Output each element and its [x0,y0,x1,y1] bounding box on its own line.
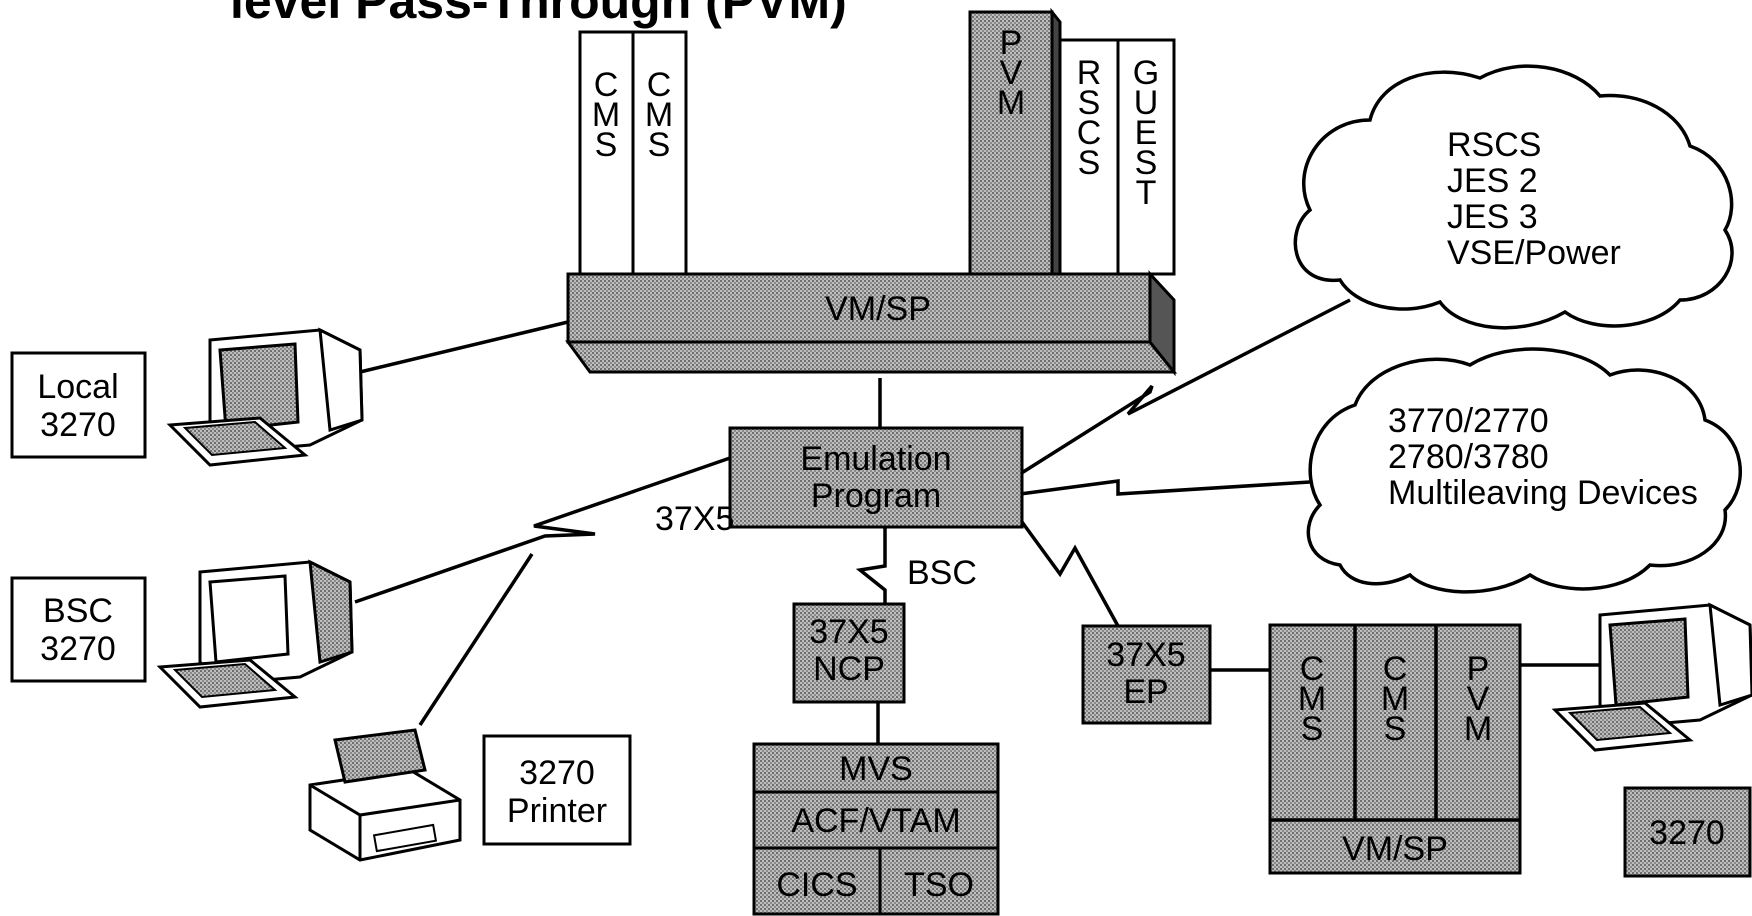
ncp-node: 37X5 NCP [792,602,906,704]
local-terminal-line1: Local [37,368,118,406]
emulation-tag-37x5: 37X5 [655,500,734,538]
emulation-label-line1: Emulation [800,440,951,478]
upper-cloud-line4: VSE/Power [1447,234,1621,272]
printer-icon [308,728,462,862]
bsc-terminal-line1: BSC [43,592,113,630]
link-ep-to-lower-cloud [1019,479,1311,496]
link-ep-to-upper-cloud [1019,298,1351,476]
tso-label: TSO [904,866,974,904]
emulation-program-box [728,426,1024,529]
mvs-label: MVS [839,750,913,788]
upper-cloud: RSCS JES 2 JES 3 VSE/Power [1293,64,1734,330]
upper-cloud-line3: JES 3 [1447,198,1538,236]
cloud-icon [1293,64,1734,330]
lower-cloud: 3770/2770 2780/3780 Multileaving Devices [1306,347,1743,594]
bsc-terminal-line2: 3270 [40,630,116,668]
terminal-icon [1551,602,1752,752]
tso-box [878,846,1000,916]
lower-cloud-line1: 3770/2770 [1388,402,1549,440]
ncp-label-line1: 37X5 [809,613,888,651]
bsc-3270-label-box: BSC 3270 [10,576,147,683]
terminal-icon [156,559,354,709]
lower-cloud-line3: Multileaving Devices [1388,474,1698,512]
cics-box [752,846,882,916]
emulation-program: Emulation Program 37X5 [655,426,1024,538]
emulation-label-line2: Program [811,477,941,515]
remote-ep-node: 37X5 EP [1081,624,1212,725]
cloud-icon [1306,347,1743,594]
remote-ep-label-line2: EP [1123,673,1168,711]
host-column-cms-2 [631,30,688,276]
printer-line1: 3270 [519,754,595,792]
lower-cloud-line2: 2780/3780 [1388,438,1549,476]
link-printer [418,553,534,726]
host-column-rscs [1058,38,1120,276]
remote-vmsp-label: VM/SP [1342,830,1448,868]
diagram-title: level Pass-Through (PVM) [230,0,847,29]
ncp-box [792,602,906,704]
acf-vtam-label: ACF/VTAM [791,802,960,840]
host-vmsp-bar [566,272,1152,344]
link-bsc-terminal-to-ep [354,456,731,604]
ncp-label-line2: NCP [813,650,885,688]
local-3270-label-box: Local 3270 [10,351,147,459]
link-ep-to-ncp [855,527,887,604]
cics-label: CICS [776,866,857,904]
upper-cloud-line2: JES 2 [1447,162,1538,200]
printer-line2: Printer [507,792,607,830]
link-ep-to-remote-ep [1020,520,1120,627]
printer-label-box: 3270 Printer [482,734,632,846]
bsc-link-label: BSC [907,554,977,592]
upper-cloud-line1: RSCS [1447,126,1541,164]
remote-ep-box [1081,624,1212,725]
remote-3270-label-box: 3270 [1623,786,1752,878]
mvs-stack: MVS ACF/VTAM CICS TSO [752,742,1000,916]
acf-vtam-box [752,790,1000,850]
link-local-to-vmsp [359,320,569,374]
host-vmsp-label: VM/SP [825,290,931,328]
host-vmsp-bottom [565,340,1178,374]
remote-terminal-label: 3270 [1649,814,1725,852]
local-terminal-line2: 3270 [40,406,116,444]
remote-ep-label-line1: 37X5 [1106,636,1185,674]
terminal-icon [166,327,364,467]
remote-vm-frame [1268,623,1522,875]
